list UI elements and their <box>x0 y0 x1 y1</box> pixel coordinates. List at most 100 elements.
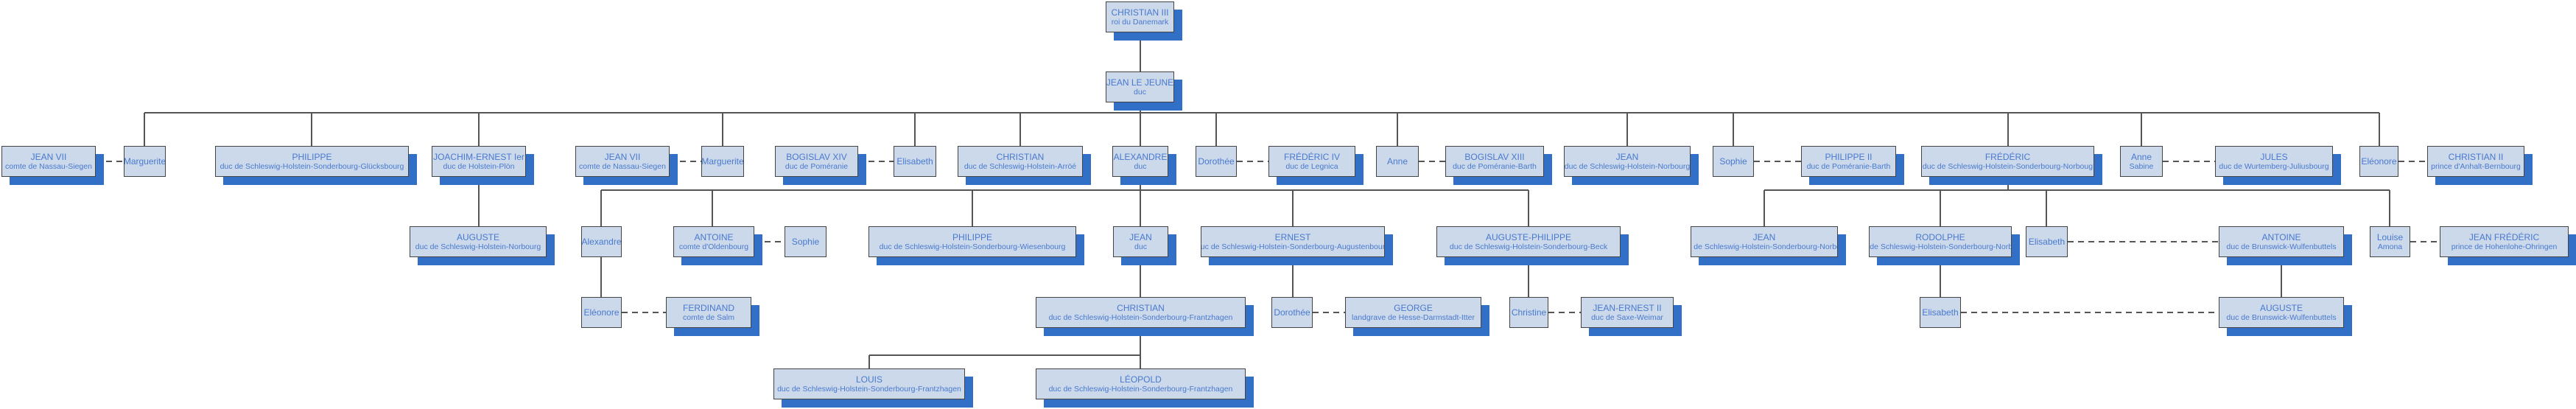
person-node-eleonore-row5[interactable]: Eléonore <box>581 297 622 328</box>
person-name: Elisabeth <box>896 156 933 167</box>
person-name: Louise <box>2376 231 2404 242</box>
person-name: Anne <box>2130 151 2152 162</box>
person-name: Sophie <box>1719 156 1747 167</box>
person-name: BOGISLAV XIV <box>786 151 847 162</box>
person-title: duc de Schleswig-Holstein-Norbourg <box>415 242 541 251</box>
person-node-alexandre-jr[interactable]: Alexandre <box>581 226 622 257</box>
person-title: duc de Brunswick-Wulfenbuttels <box>2226 312 2337 322</box>
person-name: PHILIPPE II <box>1825 151 1873 162</box>
person-name: CHRISTIAN <box>996 151 1045 162</box>
person-name: PHILIPPE <box>292 151 332 162</box>
person-title: duc de Wurtemberg-Juliusbourg <box>2219 161 2329 171</box>
person-name: FRÉDÉRIC <box>1984 151 2031 162</box>
person-title: duc de Schleswig-Holstein-Sonderbourg-No… <box>1870 242 2012 251</box>
person-node-elisabeth-row5[interactable]: Elisabeth <box>1920 297 1961 328</box>
person-title: comte de Nassau-Siegen <box>5 161 92 171</box>
person-title: landgrave de Hesse-Darmstadt-Itter <box>1352 312 1475 322</box>
person-name: CHRISTIAN III <box>1111 7 1169 18</box>
person-name: FERDINAND <box>682 302 734 313</box>
person-node-marguerite-1[interactable]: Marguerite <box>124 146 166 177</box>
person-name: AUGUSTE-PHILIPPE <box>1485 231 1572 242</box>
person-node-elisabeth-row3[interactable]: Elisabeth <box>894 146 936 177</box>
person-node-marguerite-2[interactable]: Marguerite <box>701 146 744 177</box>
person-name: LOUIS <box>855 374 882 385</box>
person-name: Eléonore <box>583 307 620 318</box>
person-name: Anne <box>1386 156 1408 167</box>
person-name: Dorothée <box>1274 307 1310 318</box>
person-name: JEAN LE JEUNE <box>1106 77 1174 88</box>
person-name: JOACHIM-ERNEST Ier <box>433 151 524 162</box>
person-node-rodolphe-norbourg[interactable]: RODOLPHEduc de Schleswig-Holstein-Sonder… <box>1869 226 2012 257</box>
person-name: Christine <box>1511 307 1547 318</box>
person-node-elisabeth-row4[interactable]: Elisabeth <box>2026 226 2068 257</box>
person-name: FRÉDÉRIC IV <box>1283 151 1340 162</box>
person-name: ALEXANDRE <box>1113 151 1168 162</box>
person-title: comte de Salm <box>682 312 735 322</box>
person-title: duc de Saxe-Weimar <box>1591 312 1663 322</box>
person-name: AUGUSTE <box>456 231 499 242</box>
person-name: Eléonore <box>2361 156 2397 167</box>
person-title: comte de Nassau-Siegen <box>579 161 666 171</box>
person-name: JEAN VII <box>30 151 67 162</box>
person-title: duc <box>1134 242 1147 251</box>
person-name: ERNEST <box>1274 231 1311 242</box>
person-name: Elisabeth <box>2028 237 2066 247</box>
person-name: Marguerite <box>124 156 166 167</box>
person-node-dorothee-row5[interactable]: Dorothée <box>1271 297 1313 328</box>
person-name: ANTOINE <box>2261 231 2301 242</box>
person-title: duc de Schleswig-Holstein-Sonderbourg-Au… <box>1201 242 1385 251</box>
person-name: JEAN <box>1615 151 1639 162</box>
person-title: duc de Legnica <box>1285 161 1338 171</box>
person-title: duc de Schleswig-Holstein-Sonderbourg-Wi… <box>879 242 1066 251</box>
person-title: Sabine <box>2129 161 2154 171</box>
person-node-dorothee-row3[interactable]: Dorothée <box>1196 146 1237 177</box>
person-name: PHILIPPE <box>952 231 993 242</box>
person-node-sophie-row3[interactable]: Sophie <box>1713 146 1754 177</box>
person-node-eleonore-row3[interactable]: Eléonore <box>2359 146 2398 177</box>
person-node-christine-row5[interactable]: Christine <box>1509 297 1548 328</box>
person-node-sophie-row4[interactable]: Sophie <box>785 226 827 257</box>
person-title: roi du Danemark <box>1111 17 1169 27</box>
person-name: Elisabeth <box>1922 307 1959 318</box>
person-node-anne-row3[interactable]: Anne <box>1376 146 1419 177</box>
person-title: duc de Poméranie-Barth <box>1806 161 1891 171</box>
person-title: duc de Poméranie-Barth <box>1453 161 1537 171</box>
person-title: duc de Schleswig-Holstein-Norbourg <box>1564 161 1691 171</box>
